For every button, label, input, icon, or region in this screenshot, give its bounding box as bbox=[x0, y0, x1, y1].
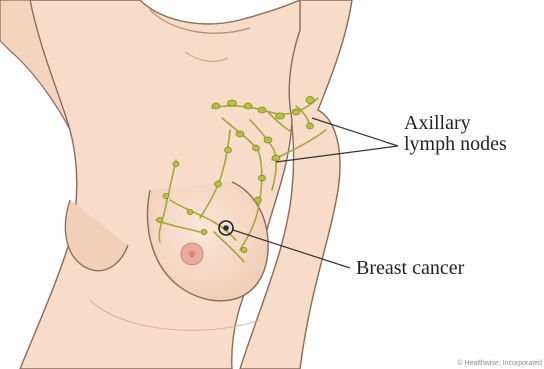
lymph-node bbox=[187, 209, 193, 214]
lymph-node bbox=[292, 109, 300, 115]
lymph-node bbox=[157, 217, 163, 222]
lymph-node bbox=[259, 175, 266, 181]
lymph-node bbox=[264, 137, 272, 143]
lymph-node bbox=[307, 123, 314, 129]
lymph-node bbox=[215, 181, 222, 187]
axillary-label-line1: Axillary bbox=[404, 113, 507, 134]
lymph-node bbox=[241, 247, 247, 252]
copyright-notice: © Healthwise, Incorporated bbox=[457, 360, 542, 367]
axillary-lymph-nodes-label: Axillary lymph nodes bbox=[404, 113, 507, 155]
lymph-node bbox=[225, 147, 232, 153]
breast-cancer-label: Breast cancer bbox=[356, 258, 464, 279]
lymph-node bbox=[272, 155, 280, 161]
lymph-node bbox=[255, 197, 262, 203]
lymph-node bbox=[173, 161, 179, 166]
lymph-node bbox=[163, 193, 169, 198]
axillary-label-line2: lymph nodes bbox=[404, 134, 507, 155]
lymph-node bbox=[276, 113, 285, 119]
lymph-node bbox=[228, 100, 237, 106]
lymph-node bbox=[253, 145, 260, 151]
lymph-node bbox=[244, 103, 252, 109]
nipple bbox=[189, 251, 196, 258]
lymph-node bbox=[201, 229, 207, 234]
lymph-node bbox=[258, 107, 266, 113]
torso bbox=[20, 0, 300, 369]
lymph-node bbox=[212, 103, 220, 109]
lymph-node bbox=[306, 97, 314, 104]
lymph-node bbox=[236, 131, 244, 137]
